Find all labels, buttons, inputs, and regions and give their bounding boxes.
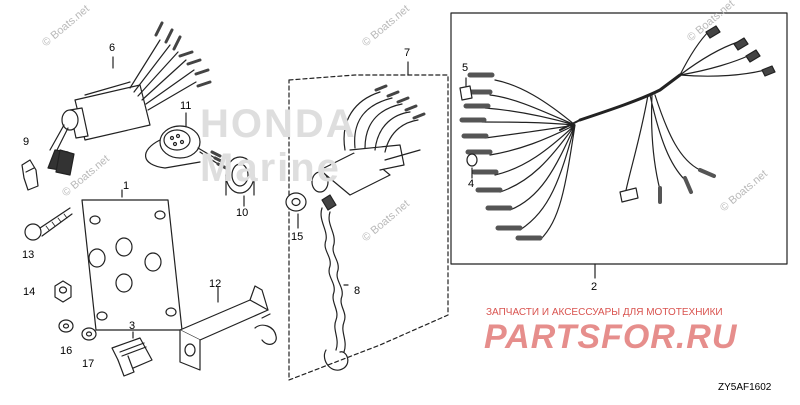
callout-17: 17 bbox=[82, 358, 95, 370]
spring-washer-part bbox=[81, 327, 97, 341]
harness-boundary bbox=[450, 12, 788, 265]
lanyard-part bbox=[320, 194, 349, 371]
partsfor-logo: PARTSFOR.RU bbox=[484, 318, 738, 356]
diagram-code: ZY5AF1602 bbox=[718, 382, 772, 393]
rubber-cap-part bbox=[285, 192, 307, 212]
callout-7: 7 bbox=[404, 47, 411, 59]
callout-3: 3 bbox=[129, 320, 136, 332]
clip-part bbox=[21, 159, 39, 191]
callout-14: 14 bbox=[23, 286, 36, 298]
callout-13: 13 bbox=[22, 249, 35, 261]
switch-assembly-part bbox=[311, 84, 426, 196]
brand-watermark-line1: HONDA bbox=[200, 102, 357, 146]
brand-watermark-line2: Marine bbox=[200, 146, 341, 190]
main-harness-part bbox=[459, 25, 776, 241]
promo-text: ЗАПЧАСТИ И АКСЕССУАРЫ ДЛЯ МОТОТЕХНИКИ bbox=[486, 307, 723, 318]
connector-part bbox=[111, 337, 153, 377]
kit-boundary bbox=[288, 74, 449, 381]
callout-12: 12 bbox=[209, 278, 222, 290]
washer-part bbox=[58, 319, 74, 333]
callout-1: 1 bbox=[123, 180, 130, 192]
callout-11: 11 bbox=[180, 100, 192, 112]
callout-16: 16 bbox=[60, 345, 73, 357]
callout-6: 6 bbox=[109, 42, 116, 54]
callout-2: 2 bbox=[591, 281, 598, 293]
callout-15: 15 bbox=[291, 231, 304, 243]
buzzer-part bbox=[145, 125, 228, 170]
callout-4: 4 bbox=[468, 178, 475, 190]
callout-9: 9 bbox=[23, 136, 30, 148]
bracket-part bbox=[179, 285, 277, 371]
grommet-part bbox=[225, 156, 255, 196]
callout-10: 10 bbox=[236, 207, 249, 219]
callout-5: 5 bbox=[462, 62, 469, 74]
terminal-part bbox=[459, 85, 473, 101]
mounting-plate-part bbox=[81, 199, 183, 331]
ignition-switch-part bbox=[47, 21, 212, 176]
callout-8: 8 bbox=[354, 285, 361, 297]
terminal-cap-part bbox=[466, 153, 478, 167]
nut-part bbox=[54, 280, 72, 303]
bolt-part bbox=[24, 207, 73, 241]
